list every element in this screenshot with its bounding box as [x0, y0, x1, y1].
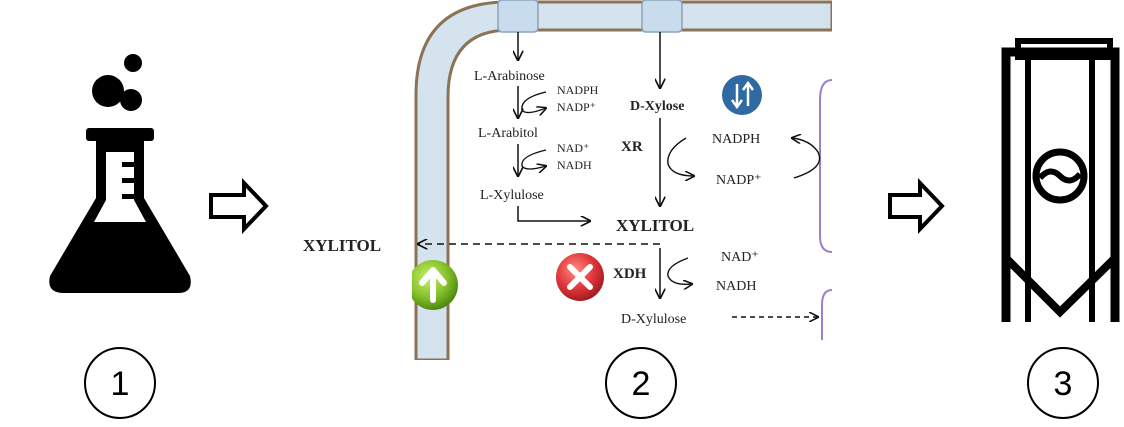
label-l-arabinose: L-Arabinose	[474, 69, 545, 84]
label-xr: XR	[621, 139, 643, 155]
up-arrow-icon	[412, 260, 458, 310]
step-1-badge: 1	[84, 347, 156, 419]
transporter-1	[497, 0, 539, 33]
label-xylitol-exported: XYLITOL	[303, 236, 381, 255]
label-nad-2: NAD⁺	[721, 250, 759, 265]
step-3-badge: 3	[1027, 347, 1099, 419]
metabolic-pathway-diagram: L-Arabinose NADPH NADP⁺ L-Arabitol NAD⁺ …	[412, 0, 832, 360]
step-3-number: 3	[1054, 365, 1073, 403]
label-xylitol-center: XYLITOL	[616, 216, 694, 235]
compartment-lower	[821, 289, 832, 340]
hollow-arrow-right-icon	[209, 178, 269, 234]
bioreactor-icon	[1001, 38, 1120, 322]
step-1-number: 1	[111, 365, 130, 403]
label-nadh-1: NADH	[557, 158, 592, 172]
compartment-upper	[819, 79, 832, 253]
label-nadp-2: NADP⁺	[716, 173, 762, 188]
label-d-xylose: D-Xylose	[630, 99, 684, 114]
knockout-x-icon	[556, 253, 604, 301]
label-nadph-1: NADPH	[557, 83, 599, 97]
flask-icon	[49, 54, 191, 293]
label-nadp-1: NADP⁺	[557, 100, 596, 114]
step-2-badge: 2	[605, 347, 677, 419]
transporter-2	[641, 0, 683, 33]
label-xdh: XDH	[613, 266, 647, 282]
label-d-xylulose: D-Xylulose	[621, 312, 686, 327]
label-nadph-2: NADPH	[712, 132, 760, 147]
label-l-xylulose: L-Xylulose	[480, 188, 544, 203]
label-nad-1: NAD⁺	[557, 141, 589, 155]
label-l-arabitol: L-Arabitol	[478, 126, 538, 141]
step-2-number: 2	[632, 365, 651, 403]
cell-membrane	[414, 0, 832, 360]
hollow-arrow-right-icon	[888, 178, 945, 234]
exchange-arrows-icon	[722, 75, 762, 115]
label-nadh-2: NADH	[716, 279, 756, 294]
